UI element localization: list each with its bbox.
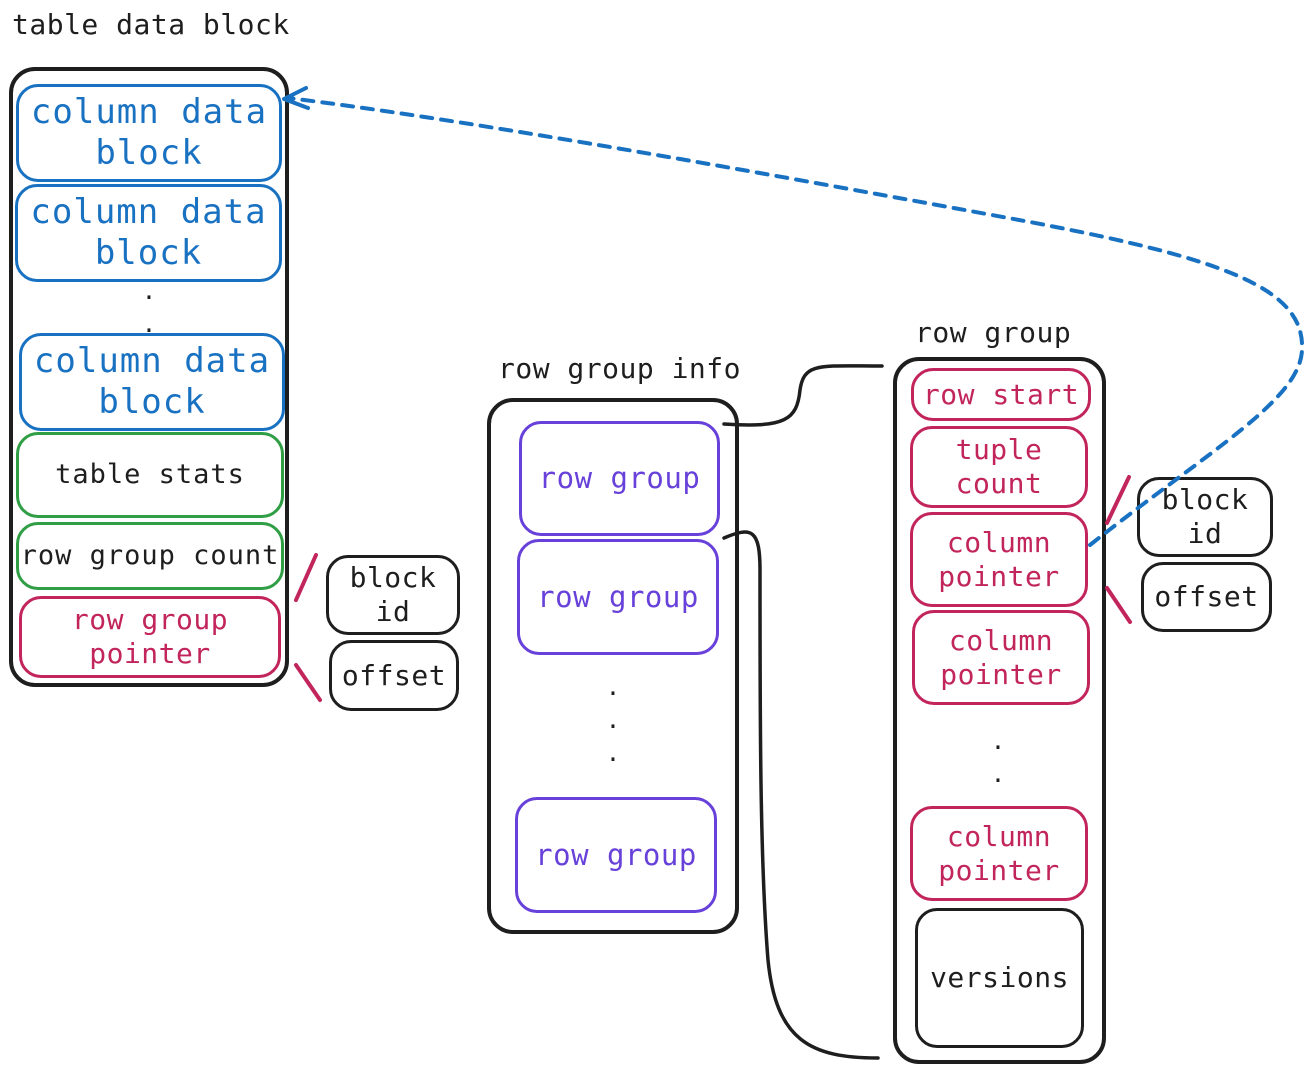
row-group-title: row group [915,316,1072,349]
bracket-upper-line [294,553,318,602]
column-pointer-1: column pointer [910,512,1088,607]
tuple-count: tuple count [910,426,1088,508]
column-bracket-lower-line [1105,586,1132,624]
row-groups-ellipsis: . . . [605,673,621,767]
row-start: row start [911,368,1091,421]
column-data-block-2: column data block [15,184,282,282]
row-group-item-3: row group [515,797,717,913]
column-pointer-3: column pointer [910,806,1088,901]
column-pointer-block-id: block id [1137,477,1273,557]
table-data-block-title: table data block [12,8,290,41]
column-blocks-ellipsis: . . [141,277,157,338]
zoom-line-bottom [722,530,880,1060]
row-group-item-2: row group [517,539,719,655]
column-data-block-3: column data block [19,333,285,431]
column-pointer-2: column pointer [912,610,1090,705]
zoom-line-top [722,364,884,427]
column-pointer-offset: offset [1141,562,1272,632]
column-pointers-ellipsis: . . [990,727,1006,788]
row-group-pointer: row group pointer [19,596,281,678]
table-stats: table stats [16,432,284,518]
pointer-block-id: block id [326,555,460,635]
versions: versions [915,908,1084,1048]
pointer-offset: offset [329,640,459,711]
row-group-count: row group count [16,522,284,590]
bracket-lower-line [294,663,322,702]
row-group-info-title: row group info [498,352,742,385]
column-data-block-1: column data block [16,84,282,182]
row-group-item-1: row group [519,421,720,536]
column-bracket-upper-line [1105,475,1131,525]
